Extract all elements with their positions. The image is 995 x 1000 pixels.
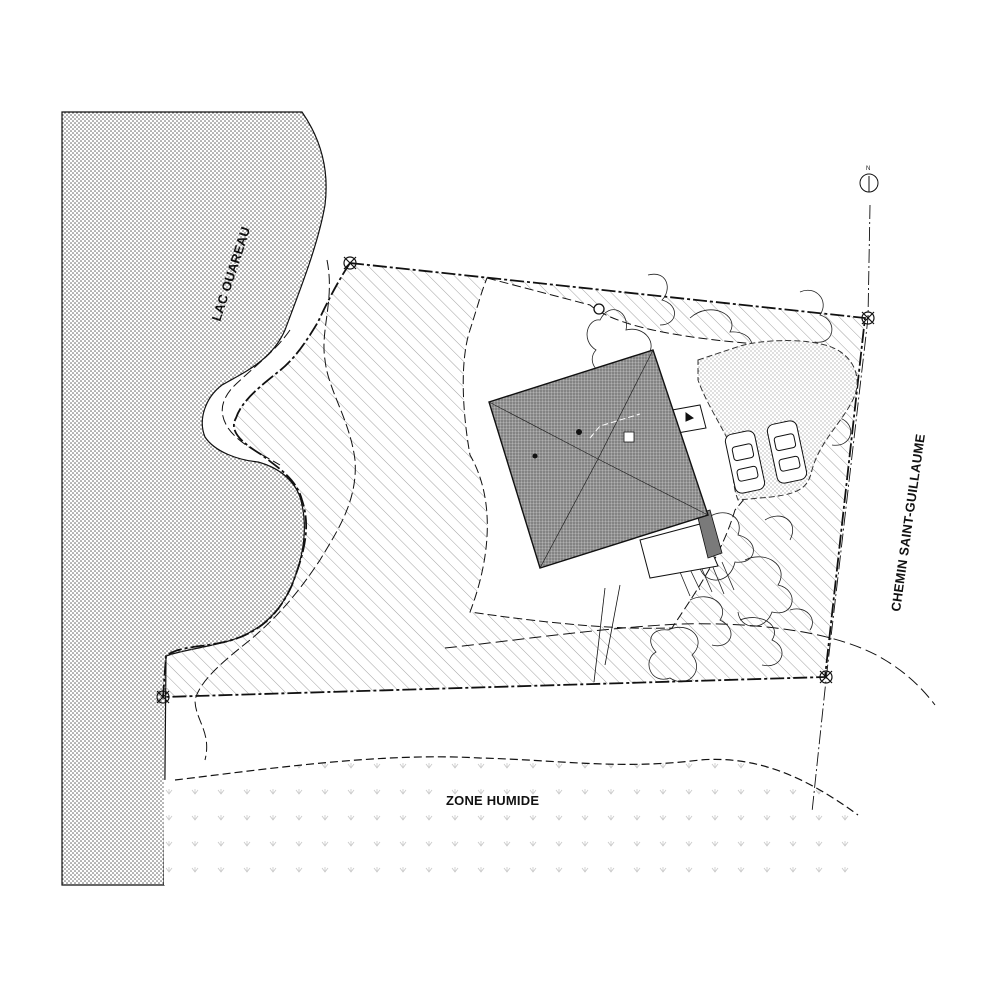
corner-marker-ne (861, 311, 875, 325)
north-label: N (866, 166, 870, 172)
north-arrow: N (859, 166, 879, 193)
rear-deck (639, 509, 723, 579)
corner-marker-nw (343, 256, 357, 270)
road-centerline (811, 204, 871, 813)
corner-markers (156, 256, 875, 704)
setback-lines (194, 259, 936, 761)
corner-marker-sw (156, 690, 170, 704)
corner-marker-se (819, 670, 833, 684)
parked-car-left (724, 430, 766, 494)
wetland-label: ZONE HUMIDE (446, 793, 539, 808)
parked-car-right (766, 420, 808, 484)
road-label: CHEMIN SAINT-GUILLAUME (888, 433, 928, 613)
house-roof (488, 349, 709, 569)
well-symbol (593, 303, 605, 315)
wetland-area (164, 756, 859, 885)
property-line (162, 262, 866, 698)
